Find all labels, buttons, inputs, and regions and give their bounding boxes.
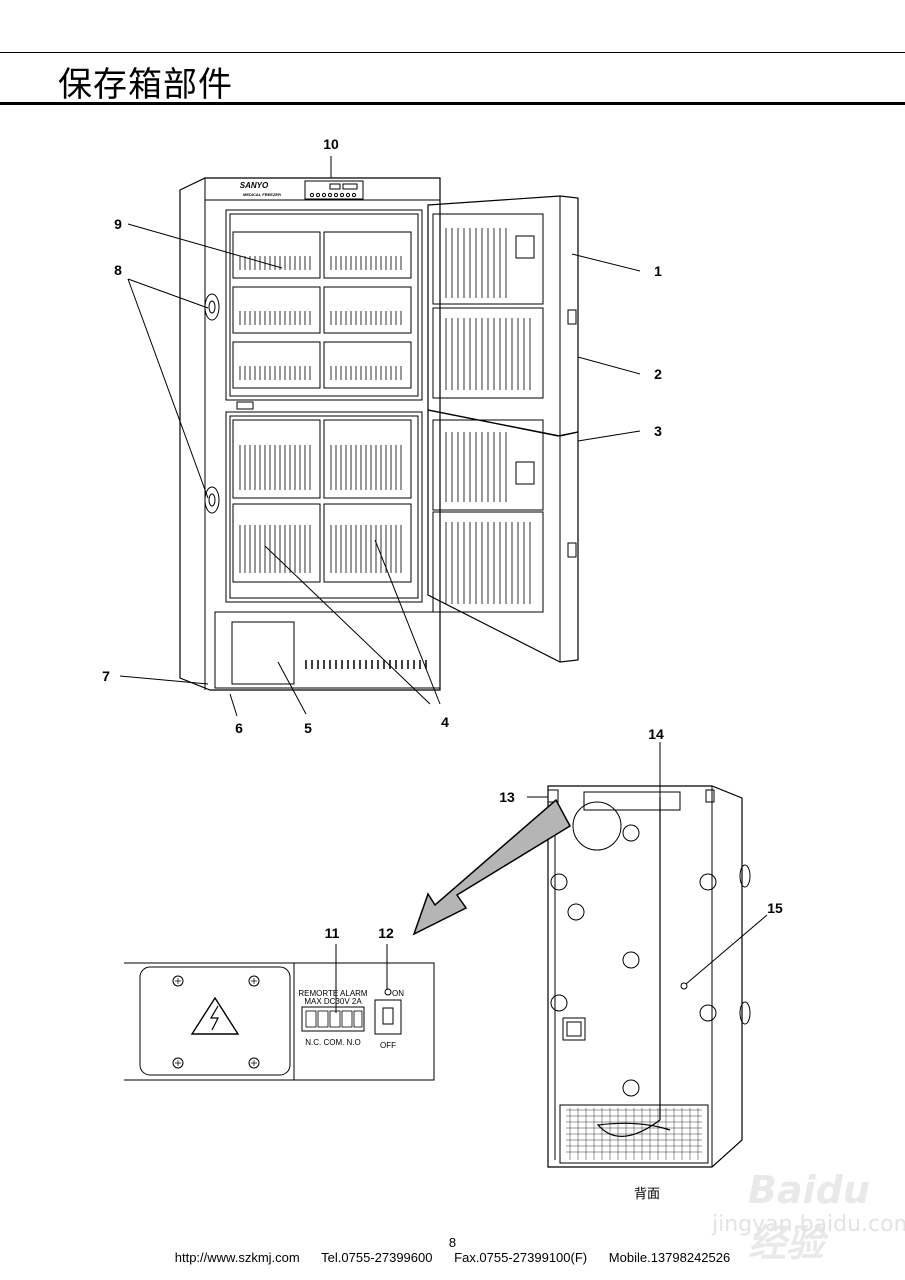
leader-9: [127, 223, 283, 269]
leader-4: [264, 539, 441, 705]
warning-icon: [190, 996, 240, 1035]
vent-grille: [305, 660, 427, 669]
callout-3: 3: [654, 423, 662, 439]
callout-10: 10: [323, 136, 339, 152]
leader-7: [119, 675, 209, 685]
upper-baskets: [232, 231, 412, 389]
power-switch: [374, 999, 402, 1035]
zoom-arrow: [412, 798, 571, 936]
callout-13: 13: [499, 789, 515, 805]
leader-5: [277, 661, 307, 715]
rear-panel: [583, 791, 681, 811]
watermark-brand: Baidu经验: [748, 1168, 870, 1265]
lower-baskets: [232, 419, 412, 583]
upper-door: [427, 195, 579, 437]
callout-2: 2: [654, 366, 662, 382]
callout-4: 4: [441, 714, 449, 730]
callout-9: 9: [114, 216, 122, 232]
leader-1: [571, 253, 641, 272]
door-lock-handles: [204, 293, 220, 514]
front-cover: [231, 621, 295, 685]
model-label: MEDICAL FREEZER: [243, 192, 281, 197]
callout-6: 6: [235, 720, 243, 736]
watermark-url: jingyan.baidu.com: [712, 1212, 905, 1237]
callout-11: 11: [325, 925, 340, 941]
header-rule-top: [0, 52, 905, 53]
callout-8: 8: [114, 262, 122, 278]
detail-view: [124, 944, 435, 1081]
callout-7: 7: [102, 668, 110, 684]
rear-grille: [559, 1104, 709, 1164]
switch-on-label: ON: [392, 989, 404, 998]
panel-buttons: [309, 192, 357, 198]
power-cord: [596, 797, 671, 1137]
callout-1: 1: [654, 263, 662, 279]
control-panel: [304, 180, 364, 200]
rear-screw: [680, 982, 688, 990]
header-rule-bottom: [0, 102, 905, 105]
basket-slots: [239, 256, 402, 573]
footer-contact: http://www.szkmj.com Tel.0755-27399600 F…: [174, 1250, 731, 1265]
callout-12: 12: [378, 925, 394, 941]
leader-6: [229, 693, 238, 717]
leader-15: [685, 914, 768, 985]
freezer-front-view: [119, 156, 641, 717]
door-gaskets: [439, 228, 531, 604]
leader-8: [127, 278, 209, 499]
callout-14: 14: [648, 726, 664, 742]
callout-15: 15: [767, 900, 783, 916]
alarm-label: REMORTE ALARM: [298, 989, 368, 998]
page-title: 保存箱部件: [58, 65, 233, 105]
switch-off-label: OFF: [380, 1041, 396, 1050]
brand-logo: SANYO: [240, 181, 269, 190]
terminal-block: [301, 1006, 365, 1032]
freezer-rear-view: [527, 742, 768, 1168]
lower-door: [427, 409, 579, 663]
detail-circle: [572, 801, 622, 851]
callout-5: 5: [304, 720, 312, 736]
rear-view-caption: 背面: [634, 1187, 661, 1202]
alarm-rating: MAX DC30V 2A: [304, 997, 362, 1006]
page-number: 8: [448, 1235, 457, 1250]
leader-2: [577, 356, 641, 375]
terminal-labels: N.C. COM. N.O: [305, 1038, 361, 1047]
leader-3: [577, 430, 641, 442]
